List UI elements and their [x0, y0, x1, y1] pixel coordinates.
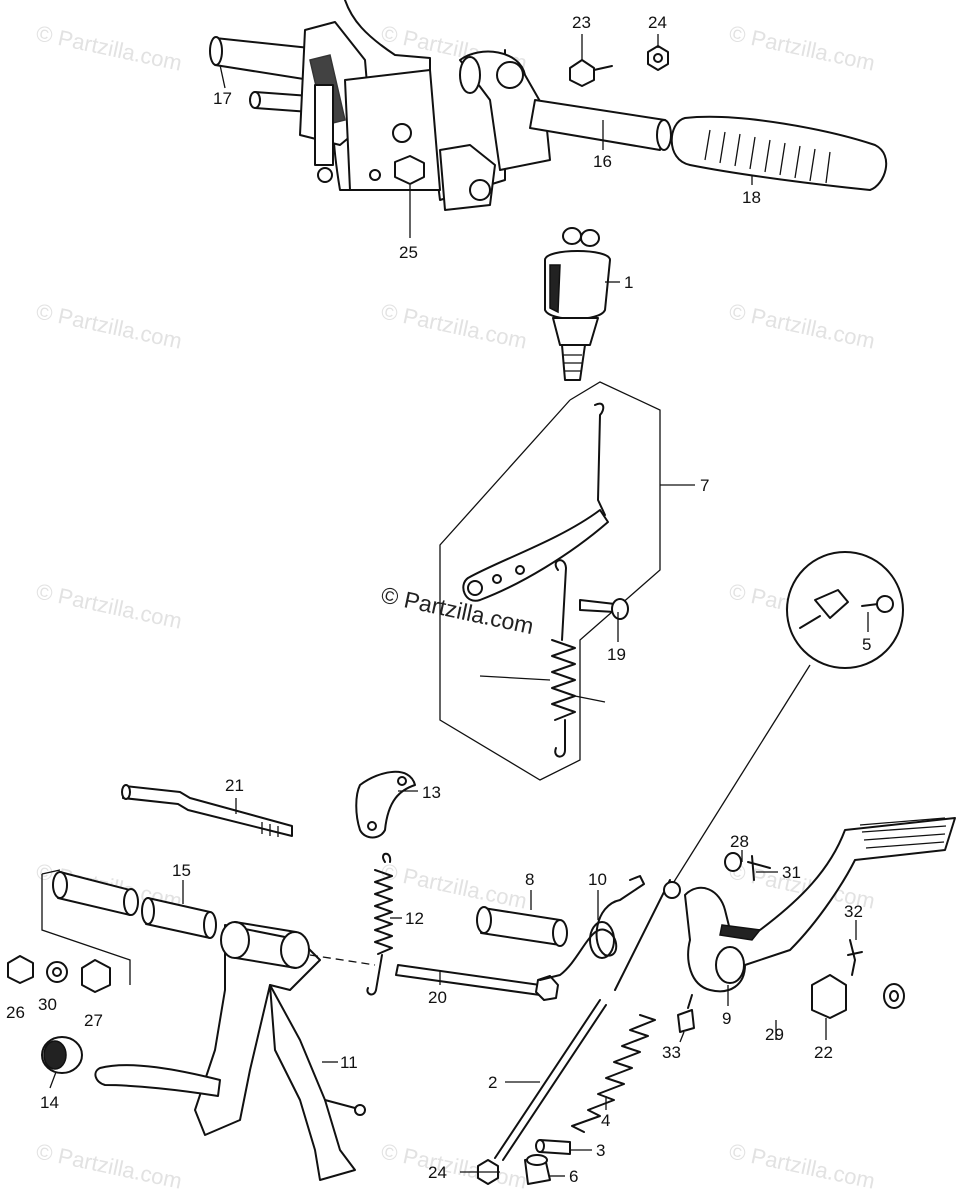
callout-14: 14 [40, 1093, 59, 1112]
stand-assembly [7, 770, 956, 1185]
spring-plate-13 [355, 770, 416, 839]
nut-25 [394, 155, 425, 185]
callout-8: 8 [525, 870, 534, 889]
callout-26: 26 [6, 1003, 25, 1022]
nut-22 [811, 974, 847, 1019]
cotter-pin-31 [747, 855, 771, 881]
callout-18: 18 [742, 188, 761, 207]
leader-lines [49, 34, 869, 1177]
footrest-assembly [209, 0, 888, 211]
washer-28 [724, 852, 742, 872]
callout-31: 31 [782, 863, 801, 882]
watermark: © Partzilla.com [727, 20, 877, 75]
stand-spring-12 [374, 869, 393, 955]
callout-12: 12 [405, 909, 424, 928]
callout-20: 20 [428, 988, 447, 1007]
watermark: © Partzilla.com [727, 1138, 877, 1193]
callout-23: 23 [572, 13, 591, 32]
watermark: © Partzilla.com [379, 298, 529, 353]
callout-27: 27 [84, 1011, 103, 1030]
callout-24-bottom: 24 [428, 1163, 447, 1182]
callout-17: 17 [213, 89, 232, 108]
bushing-15 [145, 897, 211, 939]
brake-rod-2 [494, 999, 601, 1159]
footrest-arm [459, 50, 551, 171]
callout-19: 19 [607, 645, 626, 664]
callout-21: 21 [225, 776, 244, 795]
callout-25: 25 [399, 243, 418, 262]
footrest-bar-17 [214, 37, 311, 81]
watermark: © Partzilla.com [34, 1138, 184, 1193]
footrest-rubber-18 [670, 115, 888, 191]
callout-24-top: 24 [648, 13, 667, 32]
callout-3: 3 [596, 1141, 605, 1160]
callout-2: 2 [488, 1073, 497, 1092]
nut-26 [7, 955, 34, 984]
brake-arm [462, 509, 609, 602]
nut-24-top [647, 45, 669, 71]
callout-1: 1 [624, 273, 633, 292]
detail-circle [671, 551, 904, 886]
callout-30: 30 [38, 995, 57, 1014]
cotter-pin-32 [847, 939, 863, 976]
callout-5: 5 [862, 635, 871, 654]
callout-6: 6 [569, 1167, 578, 1186]
brake-pedal-9 [684, 817, 956, 993]
callout-15: 15 [172, 861, 191, 880]
callout-labels: 23 24 17 16 18 25 1 7 19 5 21 13 15 8 10… [6, 13, 871, 1186]
callout-11: 11 [340, 1053, 358, 1072]
callout-4: 4 [601, 1111, 610, 1130]
callout-32: 32 [844, 902, 863, 921]
callout-16: 16 [593, 152, 612, 171]
watermark: © Partzilla.com [34, 298, 184, 353]
washer-29 [883, 983, 905, 1009]
stop-switch [544, 227, 611, 381]
watermark: © Partzilla.com [727, 298, 877, 353]
watermark: © Partzilla.com [379, 858, 529, 913]
callout-22: 22 [814, 1043, 833, 1062]
center-watermark: © Partzilla.com [379, 581, 536, 639]
shaft-21 [122, 785, 293, 837]
callout-28: 28 [730, 832, 749, 851]
brake-spring [551, 639, 576, 721]
brake-spring-4 [571, 1014, 656, 1133]
callout-33: 33 [662, 1043, 681, 1062]
washer-30 [46, 961, 68, 983]
callout-13: 13 [422, 783, 441, 802]
nut-27 [81, 959, 111, 993]
watermark: © Partzilla.com [34, 20, 184, 75]
bolt-33 [677, 1009, 695, 1033]
bolt-23 [569, 59, 595, 87]
watermark: © Partzilla.com [34, 578, 184, 633]
callout-29: 29 [765, 1025, 784, 1044]
return-spring-10 [539, 875, 645, 981]
brake-arm-group [439, 381, 661, 781]
callout-9: 9 [722, 1009, 731, 1028]
bolt-20 [395, 964, 541, 996]
footrest-bar-16 [529, 99, 666, 151]
callout-7: 7 [700, 476, 709, 495]
callout-10: 10 [588, 870, 607, 889]
bolt-19 [579, 599, 616, 613]
watermark: © Partzilla.com [379, 1138, 529, 1193]
collar-8 [480, 907, 561, 946]
